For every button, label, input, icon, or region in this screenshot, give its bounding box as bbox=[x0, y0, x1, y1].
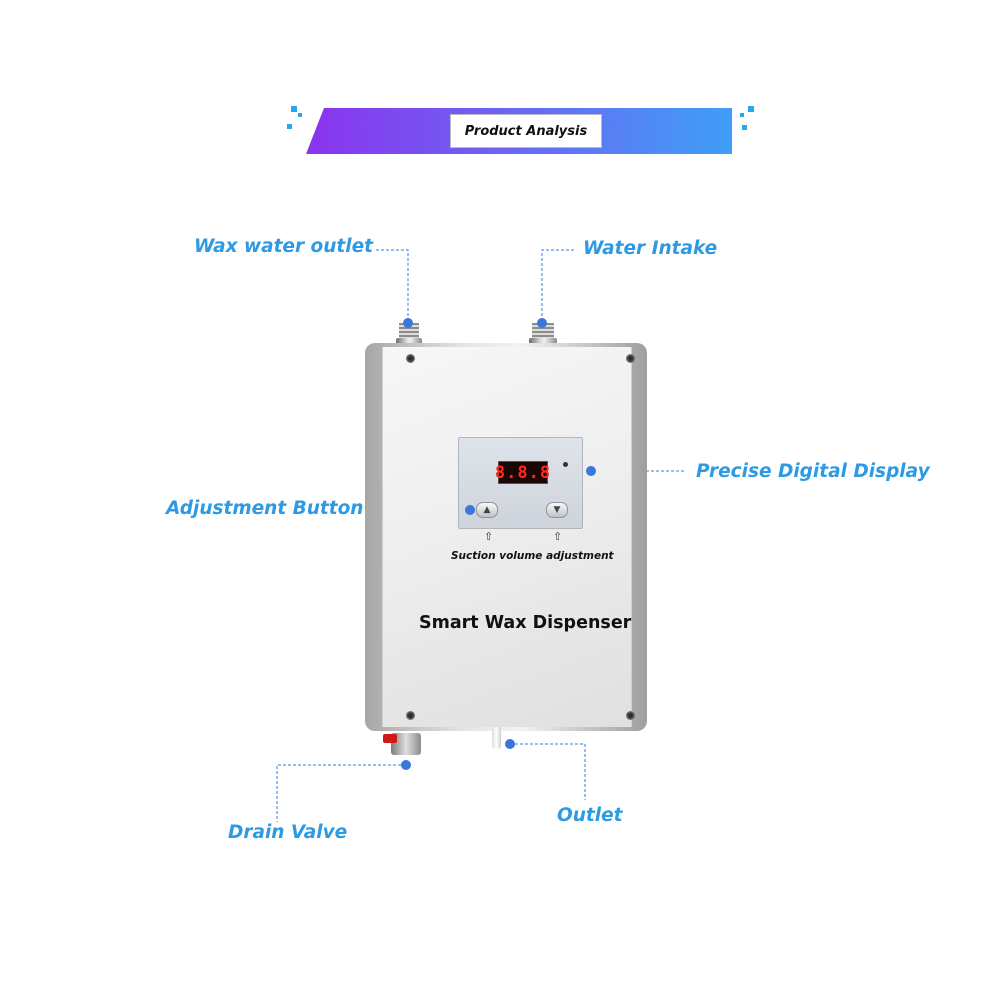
arrow-up-icon: ⇧ bbox=[484, 530, 494, 543]
corner-decoration-left bbox=[287, 124, 292, 129]
anchor-dot-water-intake bbox=[537, 318, 547, 328]
callout-adjustment-button: Adjustment Button bbox=[166, 498, 364, 519]
corner-decoration-right bbox=[742, 125, 747, 130]
wax-water-outlet-fitting bbox=[399, 323, 419, 341]
leader-drain-valve bbox=[276, 764, 406, 822]
water-intake-fitting bbox=[532, 323, 554, 341]
screw-icon bbox=[406, 354, 415, 363]
corner-decoration-right bbox=[748, 106, 754, 112]
corner-decoration-left bbox=[298, 113, 302, 117]
product-name: Smart Wax Dispenser bbox=[419, 613, 632, 633]
corner-decoration-right bbox=[740, 113, 744, 117]
anchor-dot-drain-valve bbox=[401, 760, 411, 770]
suction-volume-note: Suction volume adjustment bbox=[451, 550, 614, 562]
leader-wax-water-outlet bbox=[376, 249, 409, 322]
display-value: 8.8.8 bbox=[494, 462, 552, 483]
screw-icon bbox=[626, 354, 635, 363]
anchor-dot-precise-digital-display bbox=[586, 466, 596, 476]
callout-outlet: Outlet bbox=[557, 805, 623, 826]
drain-valve bbox=[391, 733, 421, 755]
indicator-light bbox=[563, 462, 568, 467]
corner-decoration-left bbox=[291, 106, 297, 112]
callout-wax-water-outlet: Wax water outlet bbox=[194, 236, 373, 257]
header-title-box: Product Analysis bbox=[450, 114, 602, 148]
anchor-dot-wax-water-outlet bbox=[403, 318, 413, 328]
outlet-tube bbox=[492, 727, 501, 749]
callout-precise-digital-display: Precise Digital Display bbox=[696, 461, 930, 482]
anchor-dot-adjustment-button bbox=[465, 505, 475, 515]
screw-icon bbox=[406, 711, 415, 720]
anchor-dot-outlet bbox=[505, 739, 515, 749]
arrow-up-icon: ⇧ bbox=[553, 530, 563, 543]
callout-drain-valve: Drain Valve bbox=[228, 822, 348, 843]
screw-icon bbox=[626, 711, 635, 720]
digital-display: 8.8.8 bbox=[494, 461, 552, 484]
device-front-panel bbox=[382, 347, 632, 727]
decrease-button[interactable]: ▼ bbox=[546, 502, 568, 518]
header-title: Product Analysis bbox=[464, 123, 588, 139]
leader-outlet bbox=[510, 743, 586, 800]
drain-valve-handle bbox=[383, 734, 397, 743]
leader-water-intake bbox=[541, 249, 574, 322]
increase-button[interactable]: ▲ bbox=[476, 502, 498, 518]
triangle-up-icon: ▲ bbox=[483, 504, 491, 515]
triangle-down-icon: ▼ bbox=[553, 504, 561, 515]
callout-water-intake: Water Intake bbox=[583, 238, 718, 259]
